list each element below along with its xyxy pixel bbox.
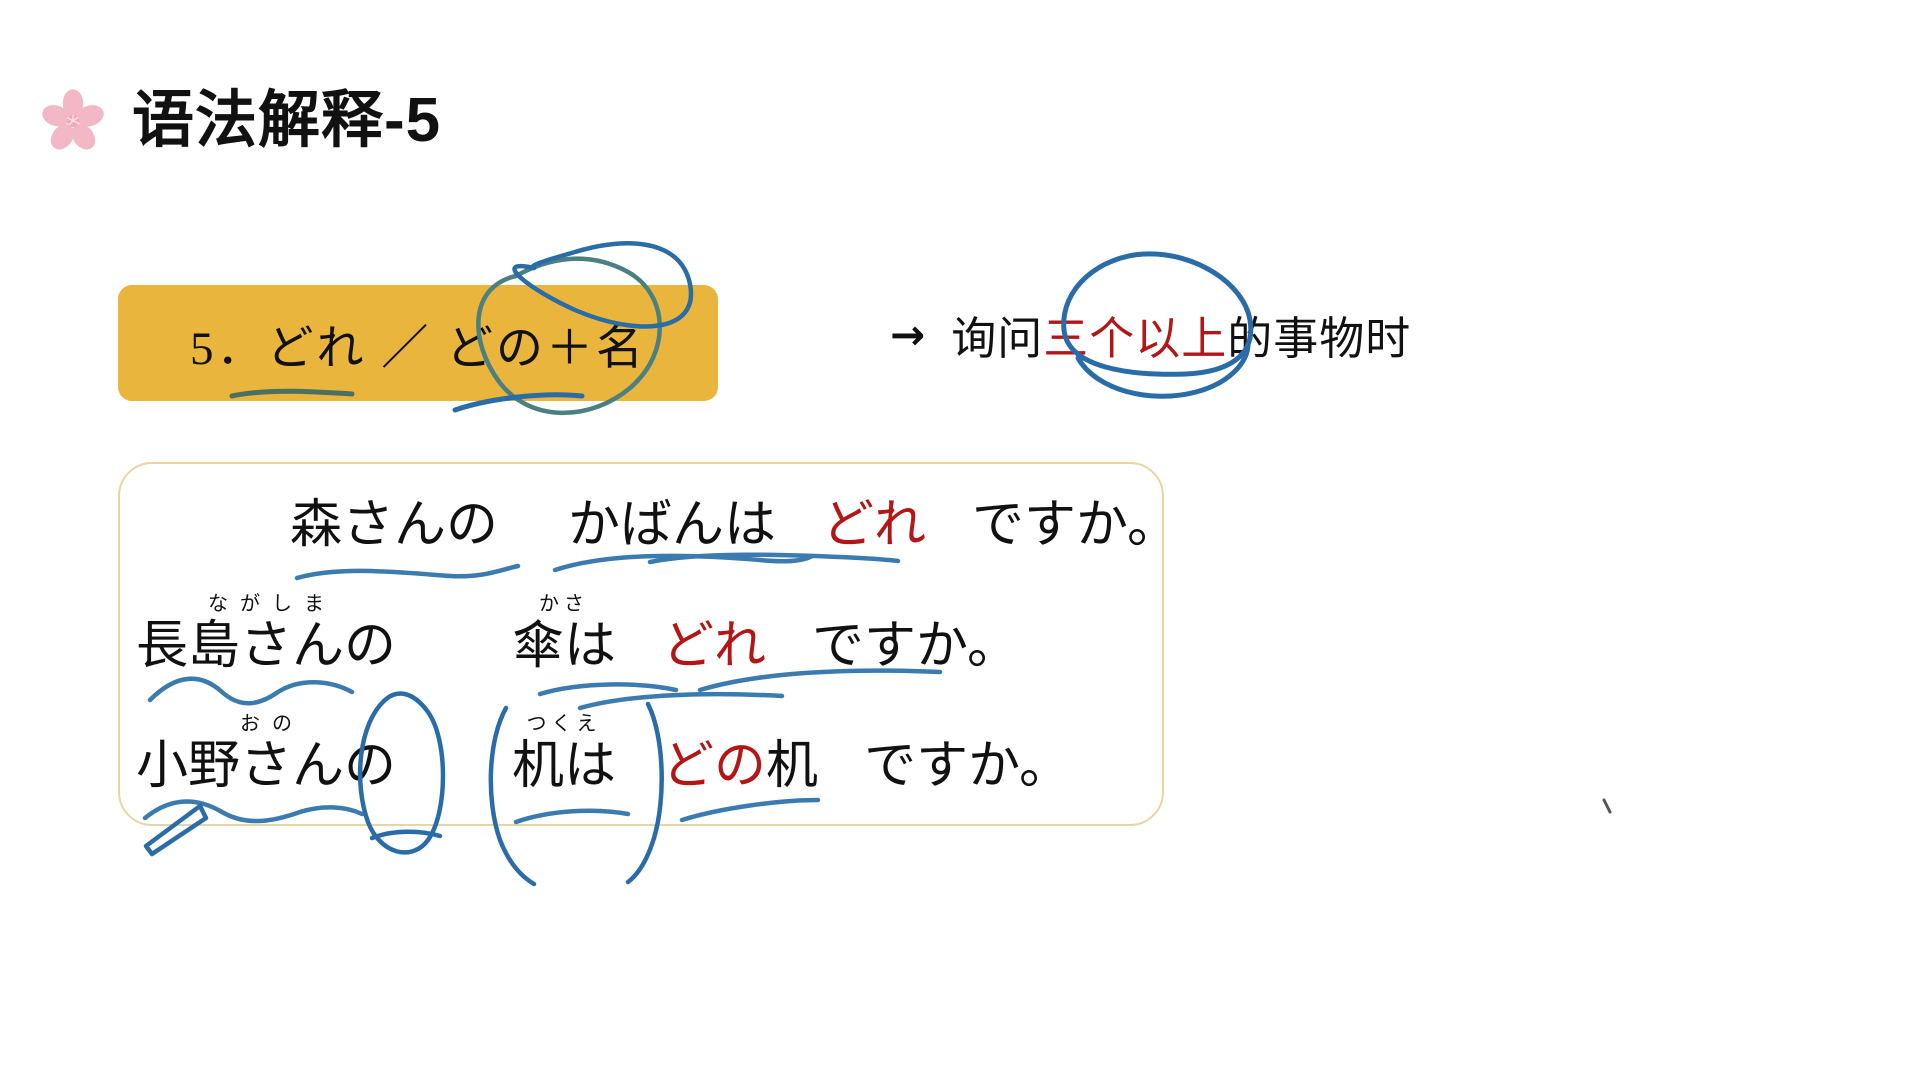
example-2-subject-furigana: ながしま — [208, 593, 336, 615]
example-3-object-furigana: つくえ — [526, 713, 602, 735]
example-3-object: 机は — [512, 738, 617, 795]
sakura-flower-icon — [40, 88, 106, 154]
example-2-object-ruby-group: かさ 傘は — [512, 594, 616, 673]
example-2-subject: 長島さんの — [136, 618, 397, 675]
page-title: 语法解释-5 — [132, 86, 442, 155]
example-3-subject-furigana: おの — [240, 713, 304, 735]
examples-card: 森さんの かばんは どれ ですか。 ながしま 長島さんの かさ 傘は — [118, 462, 1179, 826]
example-2-question-word: どれ — [662, 618, 767, 675]
examples-list: 森さんの かばんは どれ ですか。 ながしま 長島さんの かさ 傘は — [120, 464, 1179, 824]
example-line-3: おの 小野さんの つくえ 机は どの 机 ですか。 — [136, 714, 1071, 793]
cursor-tick-icon — [1602, 798, 1612, 814]
example-2-subject-ruby-group: ながしま 長島さんの — [136, 594, 396, 673]
grammar-rule-text: 5．どれ ／ どの＋名 — [190, 322, 646, 375]
example-1-object: かばんは — [568, 497, 777, 554]
example-3-subject-ruby-group: おの 小野さんの — [136, 714, 396, 793]
example-2-tail: ですか。 — [812, 618, 1020, 675]
example-3-question-word: どの — [662, 738, 767, 795]
example-2-object: 傘は — [512, 618, 617, 675]
example-3-subject: 小野さんの — [136, 738, 397, 795]
example-1-subject: 森さんの — [290, 497, 499, 554]
explanation-prefix: 询问 — [951, 314, 1044, 364]
explanation-row: → 询问三个以上的事物时 — [890, 302, 1411, 367]
example-3-tail: ですか。 — [864, 738, 1072, 795]
ink-underline-tsukue — [369, 829, 443, 841]
right-arrow-icon: → — [890, 309, 926, 359]
explanation-text: 询问三个以上的事物时 — [951, 302, 1411, 367]
example-2-object-furigana: かさ — [539, 593, 590, 615]
example-3-object-ruby-group: つくえ 机は — [512, 714, 616, 793]
explanation-suffix: 的事物时 — [1227, 314, 1412, 364]
explanation-highlight: 三个以上 — [1043, 314, 1228, 364]
example-line-1: 森さんの かばんは どれ ですか。 — [290, 500, 1179, 552]
slide-title-row: 语法解释-5 — [40, 88, 441, 154]
example-3-question-noun: 机 — [766, 738, 819, 795]
example-line-2: ながしま 長島さんの かさ 傘は どれ ですか。 — [136, 594, 1019, 673]
example-1-question-word: どれ — [822, 497, 927, 554]
grammar-rule-box: 5．どれ ／ どの＋名 — [118, 285, 718, 401]
example-1-tail: ですか。 — [972, 497, 1180, 554]
